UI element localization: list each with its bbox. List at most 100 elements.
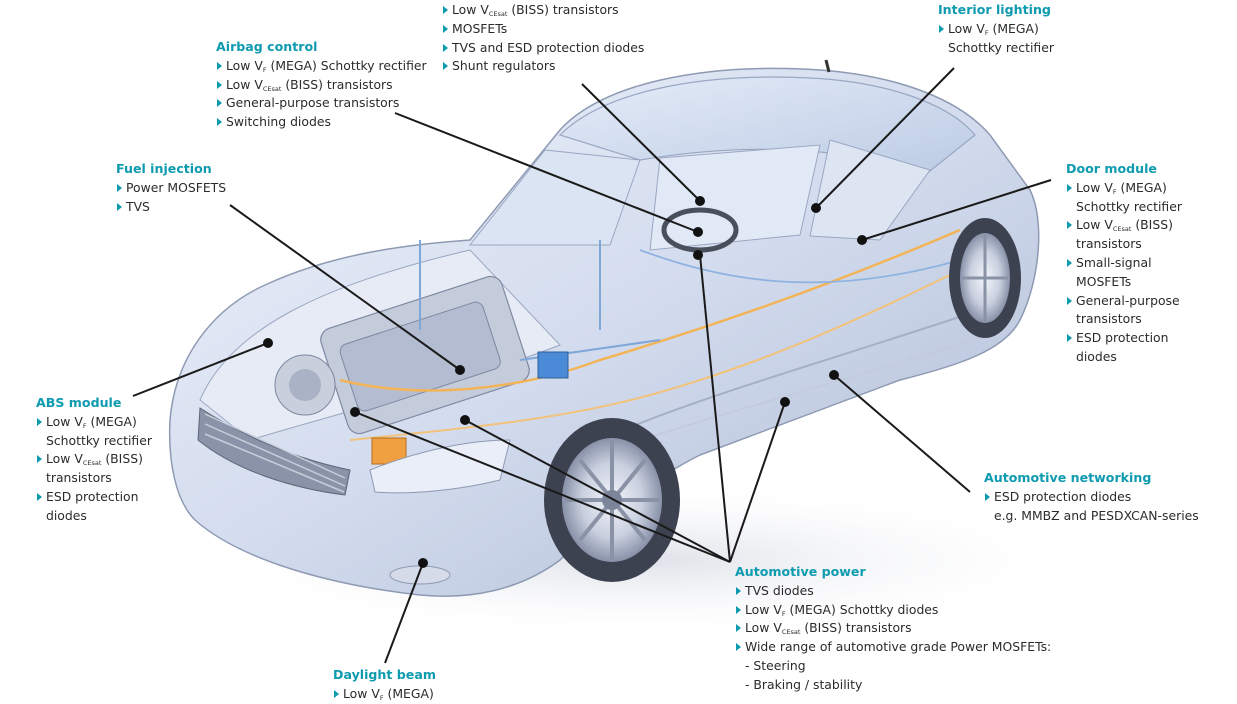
item-text: TVS diodes [745,582,814,598]
item-text: General-purpose transistors [226,95,400,111]
abs-module-title: ABS module [36,395,122,410]
item-text-suffix: (BISS) [1131,217,1173,233]
list-item: Low VCEsat (BISS) transistors [216,76,427,95]
list-item: Wide range of automotive grade Power MOS… [735,638,1051,657]
front-grille [197,407,351,496]
item-text-suffix: (MEGA) [1116,179,1167,195]
item-subscript: CEsat [488,10,508,18]
list-item-continuation: - Braking / stability [735,676,1051,695]
item-text: Schottky rectifier [1076,198,1182,214]
steering-wheel [661,207,739,253]
list-item: TVS [116,198,226,217]
item-text: MOSFETs [452,20,508,36]
automotive-networking-title: Automotive networking [984,470,1152,485]
list-item: Low VCEsat (BISS) [1066,216,1182,235]
item-text: Low V [452,2,489,17]
group-automotive-networking: Automotive networking ESD protection dio… [984,469,1199,525]
item-text: transistors [46,470,112,486]
item-text: Low V [1076,179,1113,195]
list-item: Switching diodes [216,113,427,132]
list-item-continuation: transistors [1066,310,1182,329]
list-item: Low VF (MEGA) [333,685,436,704]
airbag-control-title: Airbag control [216,39,318,54]
item-text-suffix: (MEGA) [383,685,434,701]
list-item-continuation: transistors [1066,235,1182,254]
list-item: General-purpose [1066,292,1182,311]
item-text: Low V [1076,217,1113,233]
interior-lighting-title: Interior lighting [938,2,1051,17]
list-item: Low VF (MEGA) Schottky diodes [735,601,1051,620]
group-abs-module: ABS module Low VF (MEGA)Schottky rectifi… [36,394,152,526]
list-item: Low VF (MEGA) Schottky rectifier [216,57,427,76]
callout-dots [263,196,867,568]
item-text-suffix: (MEGA) Schottky diodes [785,601,939,617]
list-item-continuation: Schottky rectifier [1066,198,1182,217]
list-item: MOSFETs [442,20,644,39]
list-item-continuation: - Steering [735,657,1051,676]
leader-lines [132,67,1052,664]
item-text: - Steering [745,657,806,673]
item-text-suffix: (MEGA) [988,20,1039,36]
list-item-continuation: diodes [1066,348,1182,367]
fuse-box [537,351,569,379]
headlight [369,439,511,494]
list-item-continuation: MOSFETs [1066,273,1182,292]
item-text: MOSFETs [1076,273,1132,289]
list-item: Shunt regulators [442,57,644,76]
fuel-injection-title: Fuel injection [116,161,212,176]
item-text: transistors [1076,236,1142,252]
item-text: ESD protection [46,488,139,504]
list-item: ESD protection [1066,329,1182,348]
item-text: transistors [1076,311,1142,327]
item-subscript: CEsat [781,628,801,637]
item-text: TVS and ESD protection diodes [452,39,645,55]
item-subscript: CEsat [262,84,282,93]
item-subscript: F [82,421,87,430]
group-interior-lighting: Interior lighting Low VF (MEGA) Schottky … [938,1,1054,57]
item-text: e.g. MMBZ and PESDXCAN-series [994,507,1199,523]
item-text-suffix: (BISS) transistors [507,2,619,17]
item-text: Schottky rectifier [948,39,1054,55]
group-door-module: Door module Low VF (MEGA)Schottky rectif… [1066,160,1182,367]
list-item: ESD protection [36,488,152,507]
list-item: Low VCEsat (BISS) transistors [442,1,644,20]
item-text: General-purpose [1076,292,1180,308]
list-item: TVS diodes [735,582,1051,601]
list-item: Small-signal [1066,254,1182,273]
item-text: Low V [343,685,380,701]
list-item-continuation: e.g. MMBZ and PESDXCAN-series [984,507,1199,526]
item-text: Low V [745,620,782,636]
list-item: Low VF (MEGA) [1066,179,1182,198]
item-text: TVS [126,198,150,214]
item-text: Wide range of automotive grade Power MOS… [745,639,1052,655]
list-item-continuation: Schottky rectifier [938,39,1054,58]
group-airbag-control: Airbag control Low VF (MEGA) Schottky re… [216,38,427,132]
list-item: TVS and ESD protection diodes [442,39,644,58]
item-text: Low V [226,57,263,73]
item-text: ESD protection diodes [994,488,1132,504]
daylight-beam-title: Daylight beam [333,667,436,682]
list-item: Low VF (MEGA) [36,413,152,432]
item-text-suffix: (BISS) transistors [800,620,912,636]
item-text-suffix: (MEGA) [86,413,137,429]
item-text: Low V [46,451,83,467]
list-item: Low VCEsat (BISS) transistors [735,619,1051,638]
item-subscript: F [984,28,989,37]
list-item: General-purpose transistors [216,94,427,113]
item-text: Low V [948,20,985,36]
item-text: ESD protection [1076,330,1169,346]
item-subscript: CEsat [1112,225,1132,234]
group-fuel-injection: Fuel injection Power MOSFETS TVS [116,160,226,216]
list-item: ESD protection diodes [984,488,1199,507]
item-text: Switching diodes [226,114,331,130]
item-text-suffix: (MEGA) Schottky rectifier [266,57,427,73]
item-text: Power MOSFETS [126,179,227,195]
item-subscript: F [1112,187,1117,196]
item-text: Small-signal [1076,254,1152,270]
door-module-title: Door module [1066,161,1157,176]
item-text-suffix: (BISS) transistors [281,76,393,92]
item-text: Low V [46,413,83,429]
